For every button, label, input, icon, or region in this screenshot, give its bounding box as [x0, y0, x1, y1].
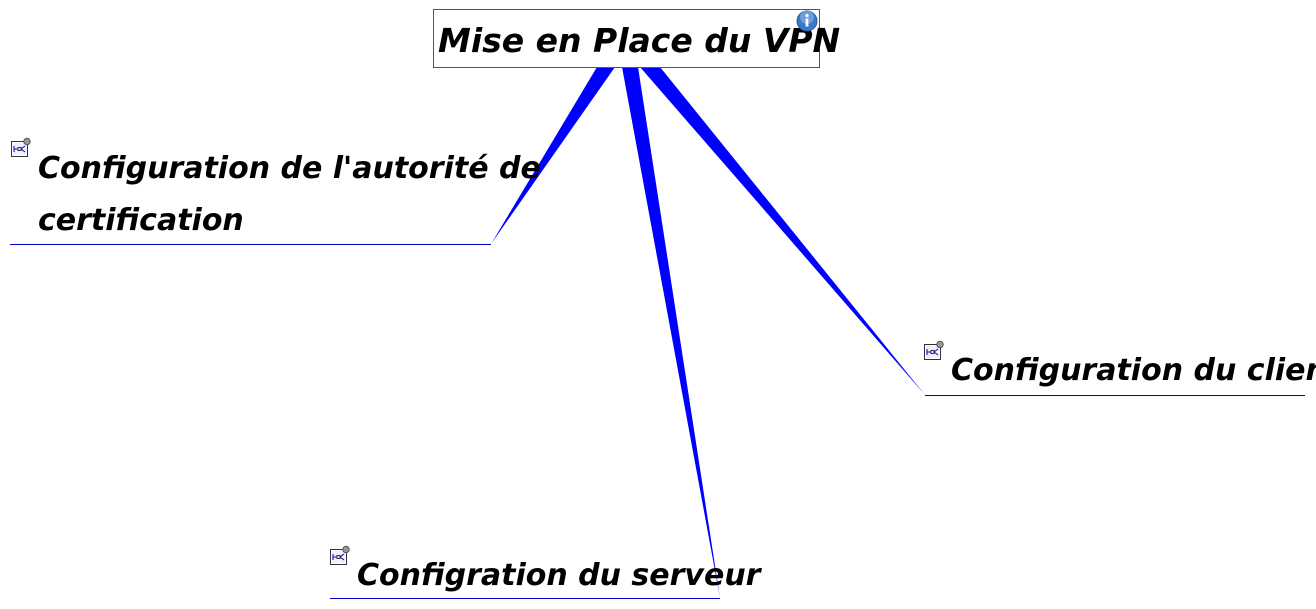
- branch-node-client[interactable]: Configuration du client: [924, 340, 1316, 388]
- branch-connector-server: [622, 67, 720, 598]
- root-node[interactable]: Mise en Place du VPN: [433, 9, 841, 68]
- branch-label: Configuration du client: [951, 353, 1316, 388]
- branch-connector-ca: [491, 67, 615, 244]
- branch-label-line: Configuration de l'autorité de: [38, 151, 541, 186]
- note-icon[interactable]: [924, 340, 944, 360]
- branch-label-line: certification: [38, 203, 244, 238]
- branch-label: Configration du serveur: [357, 558, 763, 593]
- root-title: Mise en Place du VPN: [438, 21, 840, 60]
- info-icon[interactable]: [796, 10, 818, 32]
- branch-connector-client: [640, 67, 925, 395]
- branch-node-ca[interactable]: Configuration de l'autorité de certifica…: [11, 137, 541, 238]
- note-icon[interactable]: [11, 137, 31, 157]
- note-icon[interactable]: [330, 545, 350, 565]
- branch-node-server[interactable]: Configration du serveur: [330, 545, 763, 593]
